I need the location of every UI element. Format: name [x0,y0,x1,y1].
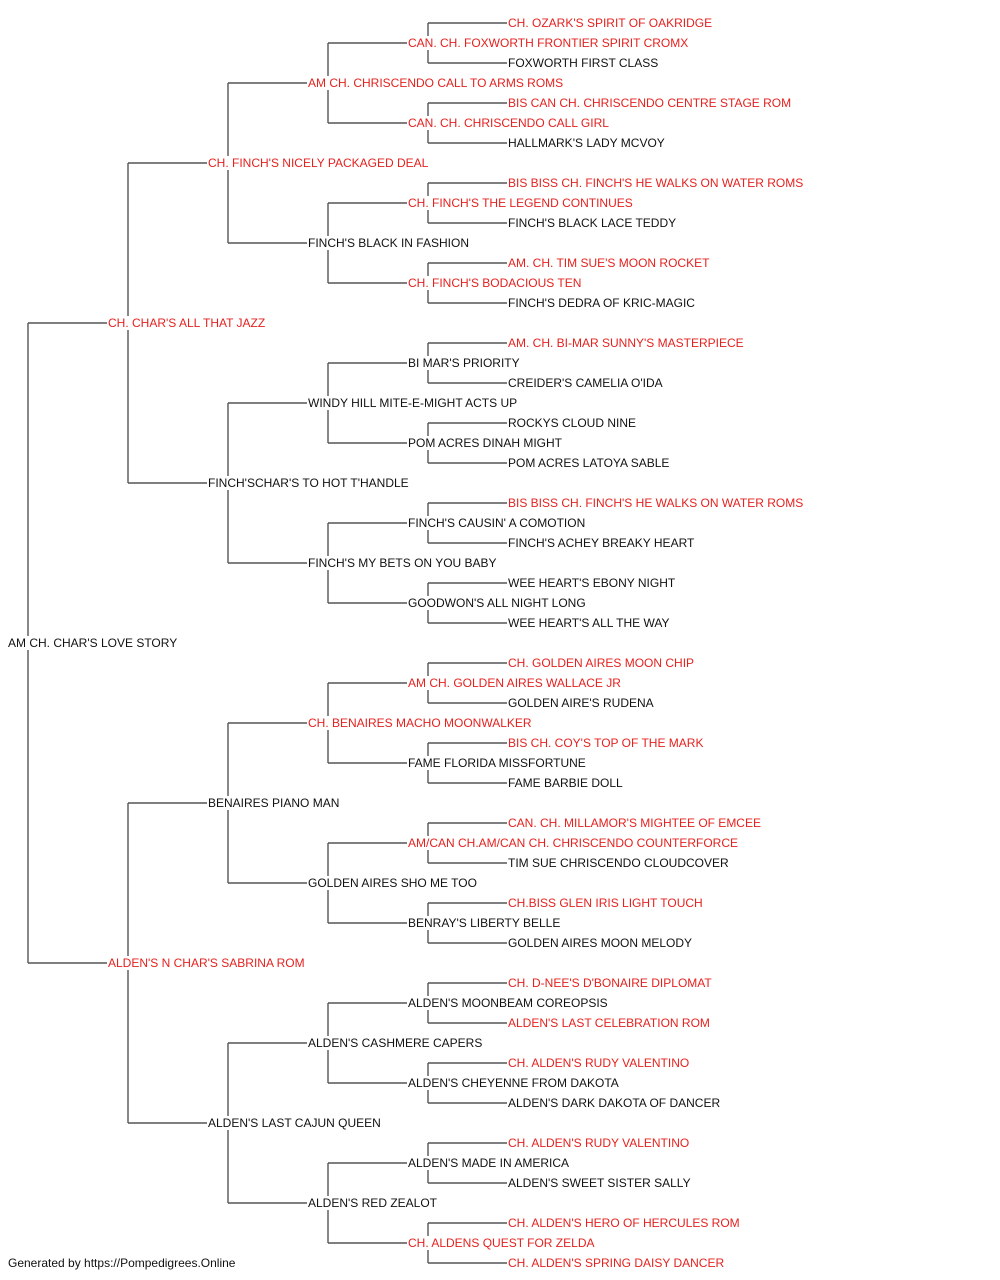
dam-sire-dam-dam-name: BENRAY'S LIBERTY BELLE [407,916,562,930]
dam-sire-sire-dam-dam-name: FAME BARBIE DOLL [507,776,624,790]
sire-dam-dam-sire-sire-name: BIS BISS CH. FINCH'S HE WALKS ON WATER R… [507,496,805,510]
sire-dam-dam-name: FINCH'S MY BETS ON YOU BABY [307,556,498,570]
dam-dam-sire-dam-sire-name: CH. ALDEN'S RUDY VALENTINO [507,1056,691,1070]
sire-dam-dam-dam-sire-name: WEE HEART'S EBONY NIGHT [507,576,677,590]
sire-dam-dam-dam-name: GOODWON'S ALL NIGHT LONG [407,596,587,610]
sire-dam-dam-sire-name: FINCH'S CAUSIN' A COMOTION [407,516,587,530]
dam-dam-dam-sire-dam-name: ALDEN'S SWEET SISTER SALLY [507,1176,692,1190]
subject-name: AM CH. CHAR'S LOVE STORY [7,636,179,650]
sire-sire-dam-sire-sire-name: BIS BISS CH. FINCH'S HE WALKS ON WATER R… [507,176,805,190]
dam-sire-sire-dam-name: FAME FLORIDA MISSFORTUNE [407,756,587,770]
dam-sire-dam-sire-name: AM/CAN CH.AM/CAN CH. CHRISCENDO COUNTERF… [407,836,740,850]
dam-dam-sire-sire-sire-name: CH. D-NEE'S D'BONAIRE DIPLOMAT [507,976,713,990]
sire-dam-sire-sire-dam-name: CREIDER'S CAMELIA O'IDA [507,376,664,390]
sire-dam-sire-dam-name: POM ACRES DINAH MIGHT [407,436,564,450]
dam-sire-dam-dam-dam-name: GOLDEN AIRES MOON MELODY [507,936,694,950]
dam-dam-sire-name: ALDEN'S CASHMERE CAPERS [307,1036,484,1050]
sire-dam-sire-sire-name: BI MAR'S PRIORITY [407,356,521,370]
dam-sire-dam-dam-sire-name: CH.BISS GLEN IRIS LIGHT TOUCH [507,896,704,910]
sire-dam-sire-name: WINDY HILL MITE-E-MIGHT ACTS UP [307,396,519,410]
dam-dam-dam-dam-sire-name: CH. ALDEN'S HERO OF HERCULES ROM [507,1216,741,1230]
dam-dam-name: ALDEN'S LAST CAJUN QUEEN [207,1116,382,1130]
dam-dam-sire-dam-dam-name: ALDEN'S DARK DAKOTA OF DANCER [507,1096,722,1110]
sire-sire-sire-dam-sire-name: BIS CAN CH. CHRISCENDO CENTRE STAGE ROM [507,96,793,110]
dam-sire-sire-sire-name: AM CH. GOLDEN AIRES WALLACE JR [407,676,622,690]
dam-sire-sire-sire-sire-name: CH. GOLDEN AIRES MOON CHIP [507,656,696,670]
sire-sire-sire-sire-sire-name: CH. OZARK'S SPIRIT OF OAKRIDGE [507,16,714,30]
dam-dam-dam-dam-name: CH. ALDENS QUEST FOR ZELDA [407,1236,596,1250]
dam-sire-sire-name: CH. BENAIRES MACHO MOONWALKER [307,716,533,730]
sire-sire-dam-dam-name: CH. FINCH'S BODACIOUS TEN [407,276,583,290]
dam-dam-dam-sire-name: ALDEN'S MADE IN AMERICA [407,1156,570,1170]
sire-sire-sire-name: AM CH. CHRISCENDO CALL TO ARMS ROMS [307,76,565,90]
sire-name: CH. CHAR'S ALL THAT JAZZ [107,316,267,330]
dam-dam-sire-dam-name: ALDEN'S CHEYENNE FROM DAKOTA [407,1076,620,1090]
generated-by-footer: Generated by https://Pompedigrees.Online [8,1256,236,1270]
dam-sire-name: BENAIRES PIANO MAN [207,796,341,810]
sire-dam-sire-sire-sire-name: AM. CH. BI-MAR SUNNY'S MASTERPIECE [507,336,745,350]
dam-dam-dam-sire-sire-name: CH. ALDEN'S RUDY VALENTINO [507,1136,691,1150]
sire-sire-sire-dam-name: CAN. CH. CHRISCENDO CALL GIRL [407,116,610,130]
sire-sire-sire-dam-dam-name: HALLMARK'S LADY MCVOY [507,136,666,150]
sire-dam-dam-dam-dam-name: WEE HEART'S ALL THE WAY [507,616,671,630]
sire-sire-dam-sire-name: CH. FINCH'S THE LEGEND CONTINUES [407,196,634,210]
sire-sire-dam-dam-dam-name: FINCH'S DEDRA OF KRIC-MAGIC [507,296,696,310]
sire-sire-sire-sire-dam-name: FOXWORTH FIRST CLASS [507,56,660,70]
sire-dam-name: FINCH'SCHAR'S TO HOT T'HANDLE [207,476,410,490]
dam-dam-sire-sire-dam-name: ALDEN'S LAST CELEBRATION ROM [507,1016,711,1030]
dam-sire-dam-sire-dam-name: TIM SUE CHRISCENDO CLOUDCOVER [507,856,730,870]
dam-sire-sire-dam-sire-name: BIS CH. COY'S TOP OF THE MARK [507,736,705,750]
sire-sire-name: CH. FINCH'S NICELY PACKAGED DEAL [207,156,430,170]
dam-sire-sire-sire-dam-name: GOLDEN AIRE'S RUDENA [507,696,655,710]
dam-dam-sire-sire-name: ALDEN'S MOONBEAM COREOPSIS [407,996,609,1010]
sire-sire-dam-name: FINCH'S BLACK IN FASHION [307,236,470,250]
dam-dam-dam-dam-dam-name: CH. ALDEN'S SPRING DAISY DANCER [507,1256,726,1270]
dam-sire-dam-name: GOLDEN AIRES SHO ME TOO [307,876,478,890]
sire-dam-sire-dam-dam-name: POM ACRES LATOYA SABLE [507,456,671,470]
dam-sire-dam-sire-sire-name: CAN. CH. MILLAMOR'S MIGHTEE OF EMCEE [507,816,762,830]
sire-sire-dam-dam-sire-name: AM. CH. TIM SUE'S MOON ROCKET [507,256,711,270]
dam-name: ALDEN'S N CHAR'S SABRINA ROM [107,956,306,970]
sire-sire-dam-sire-dam-name: FINCH'S BLACK LACE TEDDY [507,216,678,230]
sire-sire-sire-sire-name: CAN. CH. FOXWORTH FRONTIER SPIRIT CROMX [407,36,690,50]
sire-dam-dam-sire-dam-name: FINCH'S ACHEY BREAKY HEART [507,536,696,550]
dam-dam-dam-name: ALDEN'S RED ZEALOT [307,1196,438,1210]
sire-dam-sire-dam-sire-name: ROCKYS CLOUD NINE [507,416,638,430]
